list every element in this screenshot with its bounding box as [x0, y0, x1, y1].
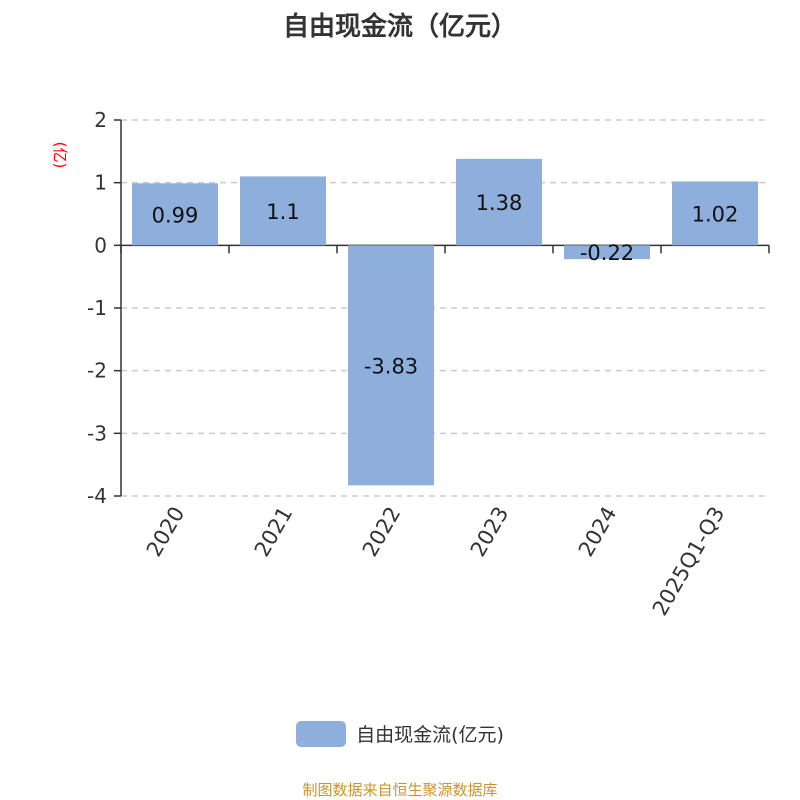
bar: [348, 245, 434, 486]
bar-value-label: 1.1: [266, 200, 299, 224]
source-footer: 制图数据来自恒生聚源数据库: [302, 781, 498, 799]
x-tick-label: 2021: [250, 503, 298, 561]
y-tick-label: 2: [94, 108, 107, 132]
bar: [564, 245, 650, 260]
y-tick-label: -4: [87, 484, 107, 508]
y-tick-label: -3: [87, 421, 107, 445]
bar-value-label: 0.99: [152, 203, 199, 227]
bar: [132, 183, 218, 246]
y-tick-label: 1: [94, 171, 107, 195]
x-tick-label: 2024: [574, 503, 622, 561]
y-tick-label: 0: [94, 233, 107, 257]
bar-value-label: -0.22: [580, 241, 634, 265]
legend-label: 自由现金流(亿元): [356, 724, 504, 746]
legend[interactable]: 自由现金流(亿元): [0, 720, 800, 747]
bar: [456, 158, 542, 246]
x-tick-label: 2020: [142, 503, 190, 561]
bar: [240, 176, 326, 246]
legend-swatch: [296, 720, 347, 747]
x-tick-label: 2025Q1-Q3: [648, 503, 730, 620]
x-tick-label: 2022: [358, 503, 406, 561]
bar: [672, 181, 758, 246]
chart-title: 自由现金流（亿元）: [282, 12, 517, 42]
y-tick-label: -2: [87, 359, 107, 383]
bar-value-label: -3.83: [364, 354, 418, 378]
bar-value-label: 1.02: [692, 202, 739, 226]
y-tick-label: -1: [87, 296, 107, 320]
x-tick-label: 2023: [466, 503, 514, 561]
bar-value-label: 1.38: [476, 191, 523, 215]
y-axis-label: (亿): [51, 142, 69, 169]
